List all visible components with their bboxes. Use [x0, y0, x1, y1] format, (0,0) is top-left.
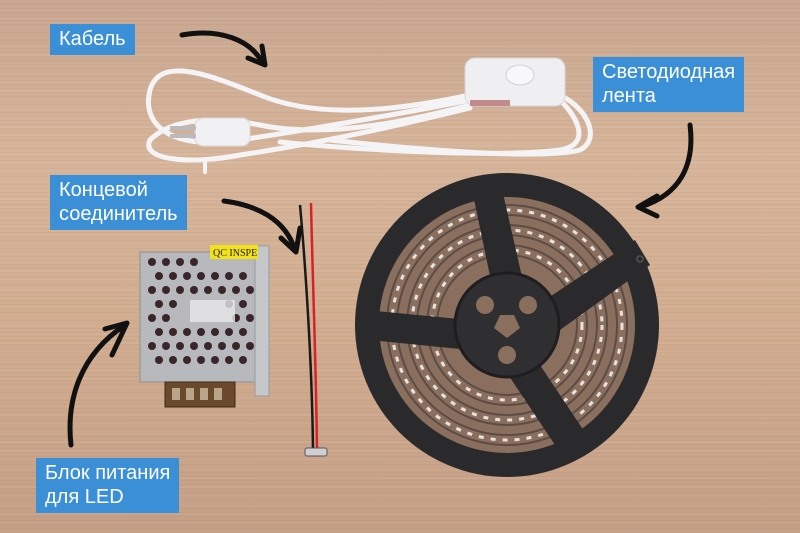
arrow-to-end-connector-icon — [221, 198, 303, 255]
label-cable-text: Кабель — [59, 28, 126, 50]
label-power-supply-line1: Блок питания — [45, 462, 171, 484]
label-power-supply-line2: для LED — [45, 486, 124, 508]
label-power-supply: Блок питания для LED — [36, 458, 180, 513]
end-connector — [298, 202, 328, 457]
arrow-to-power-supply-icon — [67, 320, 130, 448]
label-led-strip: Светодиодная лента — [593, 57, 745, 112]
arrows — [67, 30, 694, 448]
label-end-connector-line1: Концевой — [59, 179, 148, 201]
power-supply: QC INSPE — [139, 245, 270, 408]
arrow-to-led-strip-icon — [635, 122, 694, 219]
label-end-connector-line2: соединитель — [59, 203, 178, 225]
label-led-strip-line2: лента — [602, 85, 656, 107]
label-cable: Кабель — [50, 24, 135, 55]
label-led-strip-line1: Светодиодная — [602, 61, 736, 83]
psu-sticker-text: QC INSPE — [213, 248, 257, 259]
power-cable — [146, 68, 593, 174]
euro-plug — [170, 117, 251, 147]
led-strip-reel — [355, 173, 659, 477]
arrow-to-cable-icon — [179, 30, 268, 68]
label-end-connector: Концевой соединитель — [50, 175, 187, 230]
inline-switch — [464, 57, 566, 107]
